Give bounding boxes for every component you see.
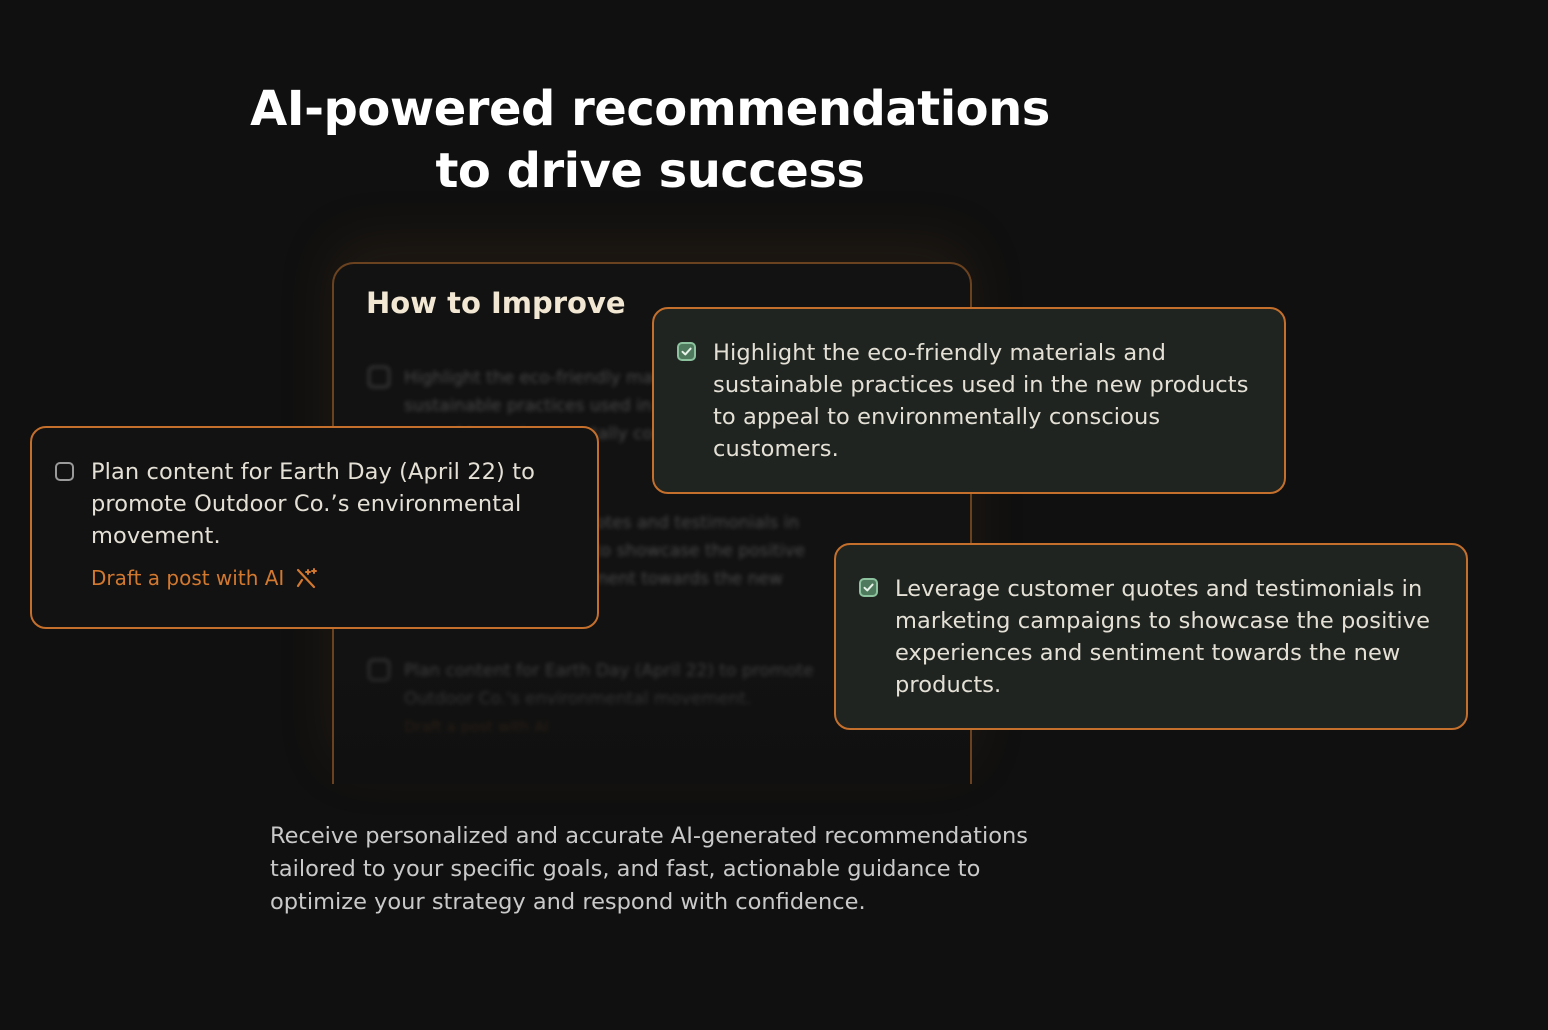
checkbox-checked[interactable] — [677, 342, 696, 361]
recommendation-card-eco-friendly: Highlight the eco-friendly materials and… — [652, 307, 1286, 494]
headline-line-2: to drive success — [435, 143, 865, 199]
page-headline: AI-powered recommendations to drive succ… — [200, 78, 1100, 202]
feature-description: Receive personalized and accurate AI-gen… — [270, 823, 1028, 915]
recommendation-text: Plan content for Earth Day (April 22) to… — [91, 459, 535, 549]
checkbox-icon — [368, 366, 390, 388]
recommendation-text: Highlight the eco-friendly materials and… — [713, 340, 1249, 462]
draft-post-with-ai-link[interactable]: Draft a post with AI — [91, 566, 318, 590]
bg-draft-link: Draft a post with AI — [404, 718, 549, 736]
bg-item-text: Plan content for Earth Day (April 22) to… — [404, 657, 844, 741]
bg-list-item: Plan content for Earth Day (April 22) to… — [368, 657, 844, 741]
checkbox-icon — [368, 659, 390, 681]
headline-line-1: AI-powered recommendations — [250, 81, 1050, 137]
recommendation-text: Leverage customer quotes and testimonial… — [895, 576, 1431, 698]
draft-link-label: Draft a post with AI — [91, 566, 285, 590]
checkbox-checked[interactable] — [859, 578, 878, 597]
how-to-improve-title: How to Improve — [366, 286, 626, 320]
checkbox-unchecked[interactable] — [55, 462, 74, 481]
recommendation-card-testimonials: Leverage customer quotes and testimonial… — [834, 543, 1468, 730]
magic-wand-icon — [297, 568, 318, 589]
checkmark-icon — [863, 583, 874, 592]
recommendation-card-earth-day: Plan content for Earth Day (April 22) to… — [30, 426, 599, 629]
bg-item-text-body: Plan content for Earth Day (April 22) to… — [404, 661, 814, 709]
checkmark-icon — [681, 347, 692, 356]
